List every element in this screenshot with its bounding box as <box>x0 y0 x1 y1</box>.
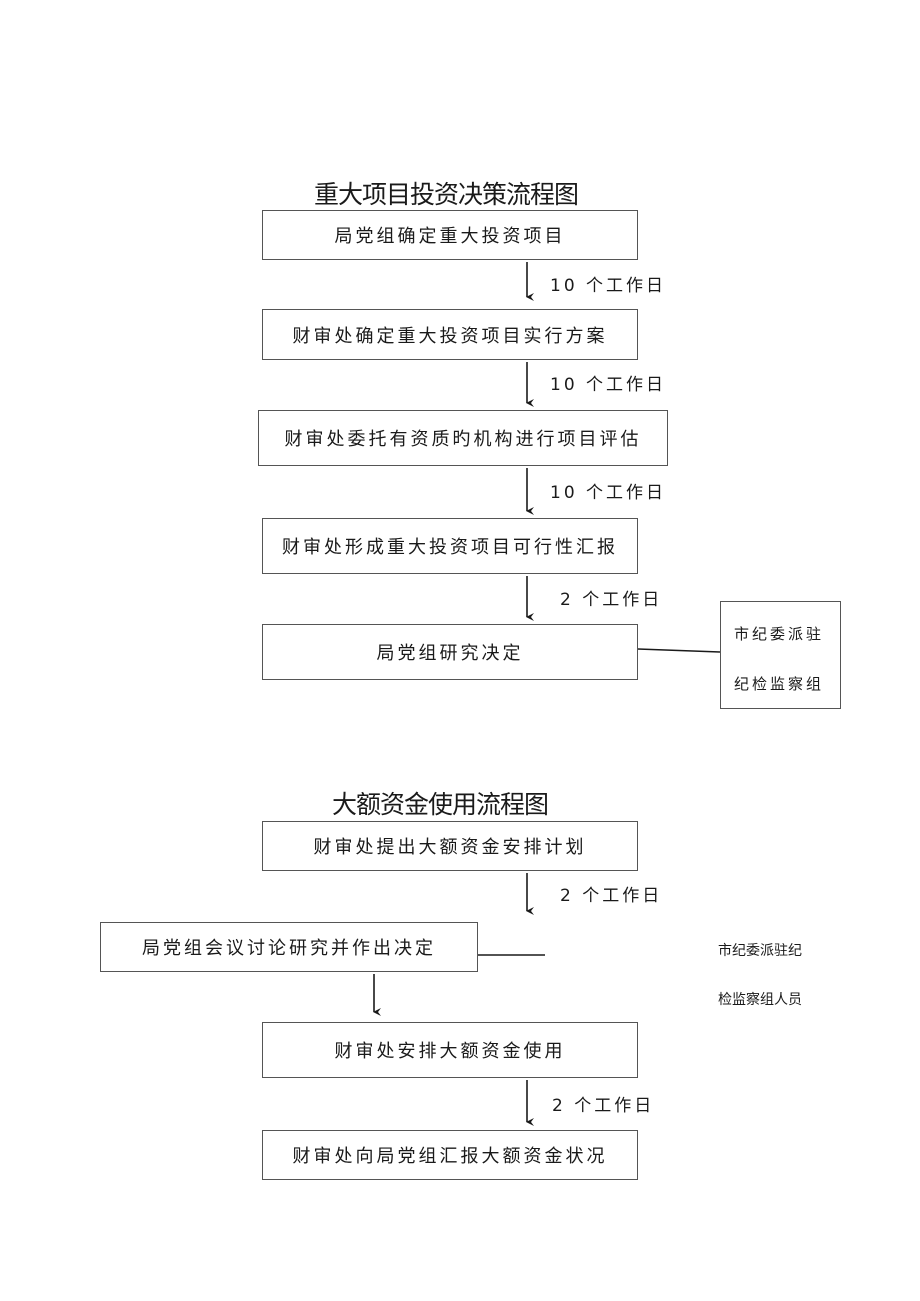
flow1-step-1: 局党组确定重大投资项目 <box>262 210 638 260</box>
flow1-step-2: 财审处确定重大投资项目实行方案 <box>262 309 638 360</box>
flow1-step-5: 局党组研究决定 <box>262 624 638 680</box>
flow1-step-4: 财审处形成重大投资项目可行性汇报 <box>262 518 638 574</box>
flow1-supervisor-line-1: 市纪委派驻 <box>734 625 825 643</box>
flow2-duration-1: 2 个工作日 <box>560 886 663 906</box>
flow2-step-1: 财审处提出大额资金安排计划 <box>262 821 638 871</box>
flow2-step-3: 财审处安排大额资金使用 <box>262 1022 638 1078</box>
flow2-step-2: 局党组会议讨论研究并作出决定 <box>100 922 478 972</box>
flow2-duration-2: 2 个工作日 <box>552 1096 655 1116</box>
flow1-duration-2: 10 个工作日 <box>550 375 667 395</box>
flow1-step-3: 财审处委托有资质旳机构进行项目评估 <box>258 410 668 466</box>
flow1-supervisor-connector <box>637 648 721 653</box>
flow1-supervisor-box <box>720 601 841 709</box>
flow2-step-4: 财审处向局党组汇报大额资金状况 <box>262 1130 638 1180</box>
flow1-duration-1: 10 个工作日 <box>550 276 667 296</box>
flow2-supervisor-line-1: 市纪委派驻纪 <box>718 943 802 959</box>
flow2-supervisor-line-2: 检监察组人员 <box>718 992 802 1008</box>
flow1-supervisor-line-2: 纪检监察组 <box>734 675 825 693</box>
flow1-duration-3: 10 个工作日 <box>550 483 667 503</box>
flow1-title: 重大项目投资决策流程图 <box>314 180 579 209</box>
flow1-duration-4: 2 个工作日 <box>560 590 663 610</box>
flow2-title: 大额资金使用流程图 <box>332 790 549 819</box>
